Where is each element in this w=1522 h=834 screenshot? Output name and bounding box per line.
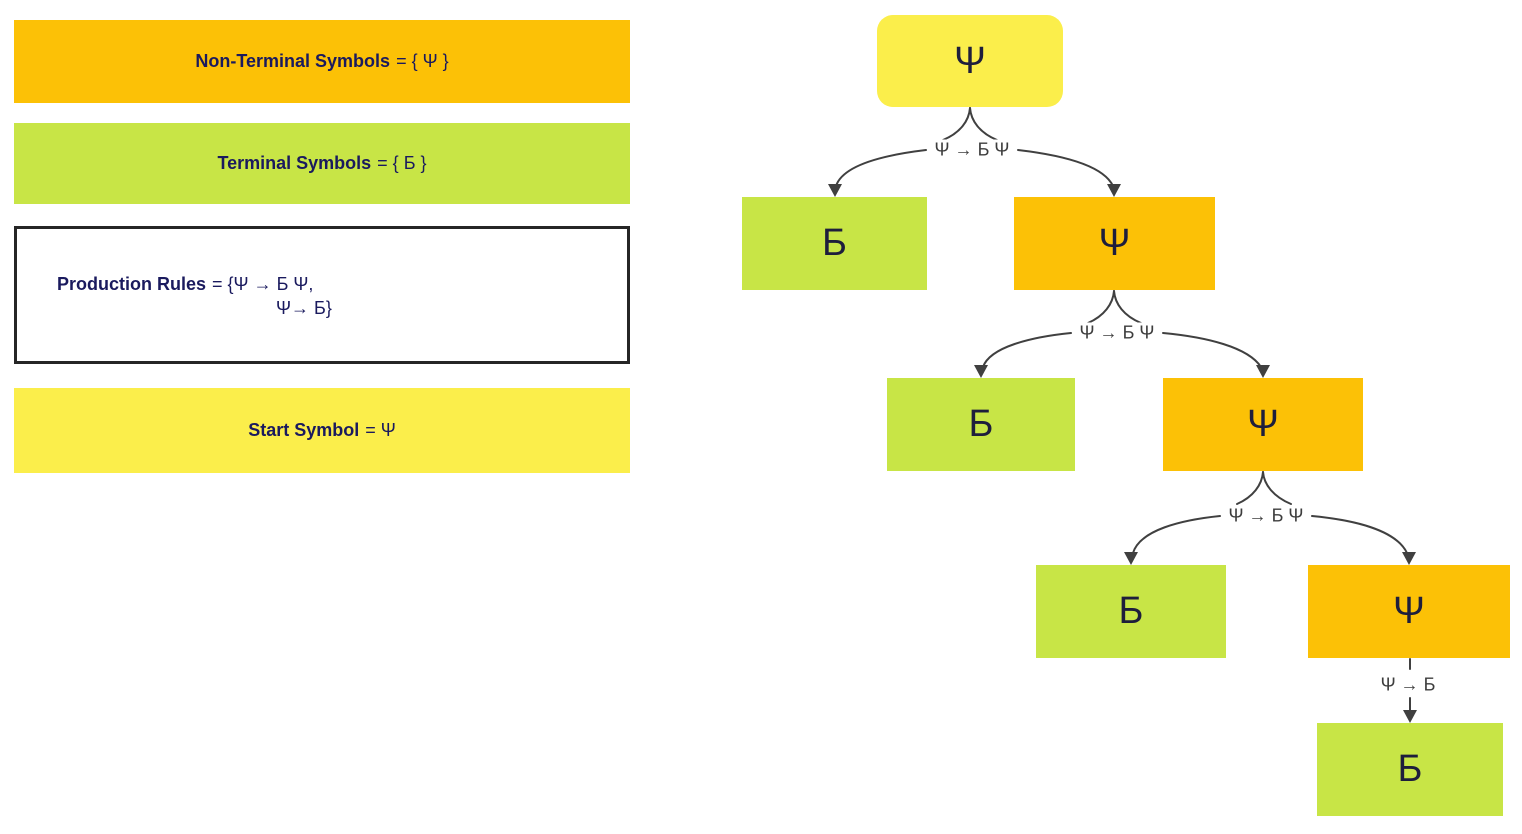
tree-node-l4-terminal: Б bbox=[1317, 723, 1503, 816]
edge-l2-to-l3-terminal bbox=[1132, 515, 1221, 554]
arrowhead-l3-nonterminal bbox=[1402, 552, 1416, 565]
terminal-symbols-label: Terminal Symbols bbox=[217, 153, 372, 173]
arrowhead-l1-nonterminal bbox=[1107, 184, 1121, 197]
edge-root-split-left bbox=[942, 107, 971, 141]
tree-node-l3-terminal: Б bbox=[1036, 565, 1226, 658]
tree-node-l3-nonterminal: Ψ bbox=[1308, 565, 1510, 658]
edge-l1-to-l2-nonterminal bbox=[1162, 332, 1262, 368]
start-symbol-box: Start Symbol = Ψ bbox=[14, 388, 630, 473]
arrowhead-l3-terminal bbox=[1124, 552, 1138, 565]
production-rules-line1: Production Rules = {Ψ → Б Ψ, bbox=[57, 272, 313, 296]
edge-label-rule4: Ψ → Б bbox=[1376, 674, 1440, 696]
arrowhead-l1-terminal bbox=[828, 184, 842, 197]
start-symbol-label: Start Symbol bbox=[248, 420, 360, 440]
production-rules-line2: Ψ→ Б} bbox=[276, 298, 332, 318]
non-terminal-symbols-label: Non-Terminal Symbols bbox=[195, 51, 391, 71]
production-rules-label: Production Rules bbox=[57, 274, 207, 294]
tree-node-l1-nonterminal: Ψ bbox=[1014, 197, 1215, 290]
edge-l1-to-l2-terminal bbox=[982, 332, 1072, 368]
edge-l1-split-right bbox=[1113, 290, 1142, 324]
arrowhead-l2-terminal bbox=[974, 365, 988, 378]
edge-l2-split-left bbox=[1236, 471, 1264, 505]
terminal-symbols-value: = { Б } bbox=[377, 153, 427, 173]
edge-label-rule2: Ψ → Б Ψ bbox=[1075, 322, 1159, 344]
start-symbol-value: = Ψ bbox=[365, 420, 396, 440]
edge-l2-split-right bbox=[1262, 471, 1292, 505]
non-terminal-symbols-value: = { Ψ } bbox=[396, 51, 449, 71]
tree-node-l2-terminal: Б bbox=[887, 378, 1075, 471]
edge-label-rule3: Ψ → Б Ψ bbox=[1224, 505, 1308, 527]
production-rules-box: Production Rules = {Ψ → Б Ψ, Ψ→ Б} bbox=[14, 226, 630, 364]
tree-node-root: Ψ bbox=[877, 15, 1063, 107]
tree-node-l1-terminal: Б bbox=[742, 197, 927, 290]
edge-l1-split-left bbox=[1087, 290, 1115, 324]
edge-root-to-l1-terminal bbox=[835, 149, 927, 187]
arrowhead-l4-terminal bbox=[1403, 710, 1417, 723]
edge-root-split-right bbox=[969, 107, 998, 141]
tree-node-l2-nonterminal: Ψ bbox=[1163, 378, 1363, 471]
arrowhead-l2-nonterminal bbox=[1256, 365, 1270, 378]
terminal-symbols-box: Terminal Symbols = { Б } bbox=[14, 123, 630, 204]
production-rules-value: = {Ψ → Б Ψ, bbox=[212, 274, 314, 294]
edge-label-rule1: Ψ → Б Ψ bbox=[930, 139, 1014, 161]
edge-root-to-l1-nonterminal bbox=[1017, 149, 1114, 187]
edge-l2-to-l3-nonterminal bbox=[1311, 515, 1408, 554]
non-terminal-symbols-box: Non-Terminal Symbols = { Ψ } bbox=[14, 20, 630, 103]
